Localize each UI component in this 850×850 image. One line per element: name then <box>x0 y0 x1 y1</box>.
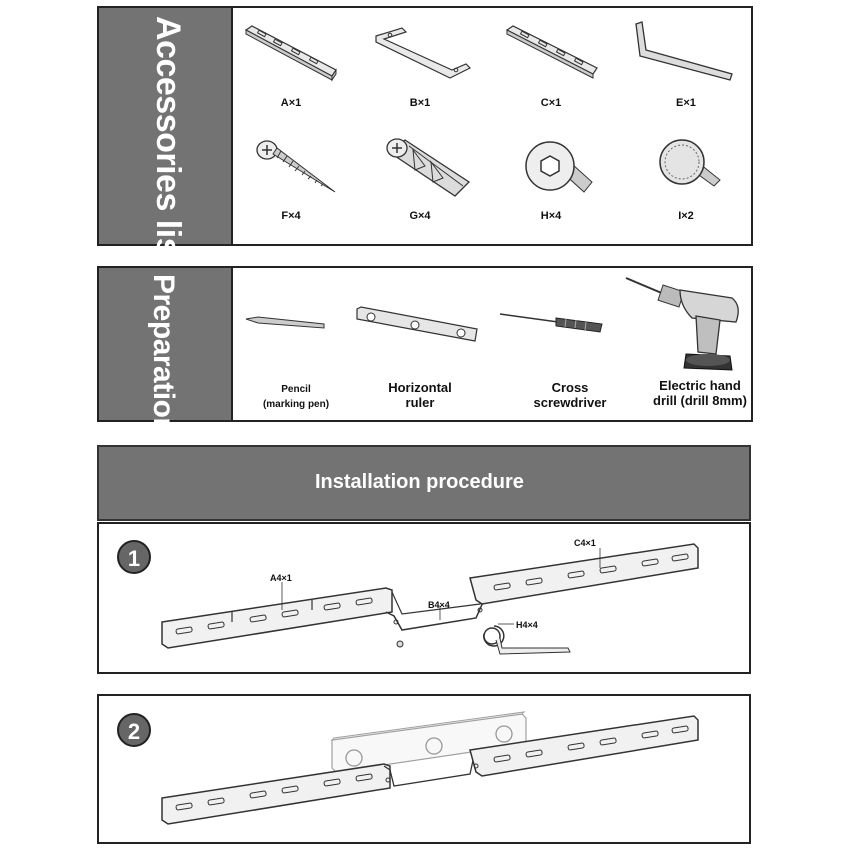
preparation-panel <box>97 266 753 422</box>
thumb-screw-icon <box>659 139 721 187</box>
level-ruler-label: Horizontal ruler <box>388 380 452 410</box>
step2-level-diagram <box>161 711 699 825</box>
step2-panel <box>97 694 751 844</box>
label-c: C4×1 <box>574 538 596 548</box>
installation-title: Installation procedure <box>315 471 524 493</box>
preparation-sidebar <box>99 268 231 420</box>
accessory-g-label: G×4 <box>409 210 431 222</box>
wood-screw-icon <box>256 140 336 193</box>
accessory-f-label: F×4 <box>281 210 301 222</box>
screwdriver-label: Cross screwdriver <box>533 380 607 410</box>
allen-key-icon <box>635 21 733 81</box>
accessory-e-label: E×1 <box>676 97 696 109</box>
plate-c <box>469 543 699 605</box>
accessory-h-label: H×4 <box>540 210 562 222</box>
short-bracket-plate-icon <box>505 25 598 79</box>
accessory-a-label: A×1 <box>280 97 302 109</box>
hex-socket-screw-icon <box>525 141 593 193</box>
drill-label: Electric hand drill (drill 8mm) <box>653 378 747 408</box>
pencil-label: Pencil (marking pen) <box>262 384 330 410</box>
plate-a <box>161 587 393 649</box>
accessory-i-label: I×2 <box>678 210 694 222</box>
label-a: A4×1 <box>270 573 292 583</box>
step1-panel <box>97 522 751 674</box>
connector-bracket-icon <box>375 27 472 79</box>
step1-assembly-diagram <box>161 543 699 655</box>
wall-anchor-icon <box>386 138 471 197</box>
step1-badge: 1 <box>117 540 151 574</box>
level-ruler-icon <box>356 306 478 342</box>
accessories-title: Accessories list <box>149 16 187 267</box>
pencil-icon <box>245 316 325 329</box>
accessories-sidebar: Accessories list <box>99 8 231 267</box>
installation-header: Installation procedure <box>97 445 751 521</box>
label-b: B4×4 <box>428 600 450 610</box>
level-ruler-behind <box>330 711 527 773</box>
electric-drill-icon <box>625 277 739 371</box>
accessory-b-label: B×1 <box>409 97 431 109</box>
label-h: H4×4 <box>516 620 538 630</box>
accessory-c-label: C×1 <box>540 97 562 109</box>
screwdriver-icon <box>499 313 603 333</box>
step2-badge: 2 <box>117 713 151 747</box>
long-bracket-plate-icon <box>244 25 337 82</box>
